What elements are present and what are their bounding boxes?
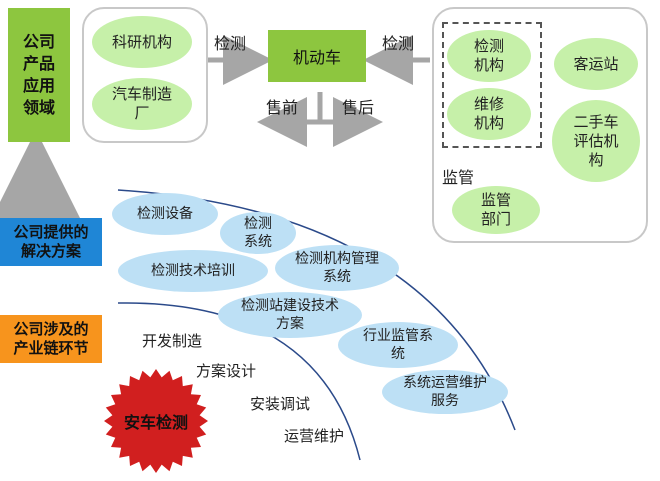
node-repair-agency: 维修机构 [447,88,531,140]
node-inspection-agency-text: 检测机构 [473,37,504,74]
solution-operation-maintenance: 系统运营维护服务 [382,370,508,414]
node-car-manufacturer: 汽车制造厂 [92,78,192,130]
solution-station-construction: 检测站建设技术方案 [218,292,362,338]
node-used-car-evaluation-text: 二手车评估机构 [573,112,619,169]
label-inspect-right: 检测 [382,34,415,53]
label-industry-chain: 公司涉及的产业链环节 [0,315,102,363]
solution-industry-supervision-text: 行业监管系统 [363,328,433,362]
chain-step-operation: 运营维护 [284,427,345,445]
label-inspect-left: 检测 [214,34,247,53]
badge-starburst [104,369,208,473]
solution-technical-training: 检测技术培训 [118,250,268,292]
label-industry-chain-text: 公司涉及的产业链环节 [13,320,89,357]
label-after-sale: 售后 [342,98,375,117]
node-car-manufacturer-text: 汽车制造厂 [111,85,172,122]
label-company-application-text: 公司产品应用领域 [22,32,55,117]
dashed-group [442,22,542,148]
label-solutions: 公司提供的解决方案 [0,218,102,266]
solution-inspection-system-text: 检测系统 [244,216,272,250]
label-company-application: 公司产品应用领域 [8,8,70,142]
label-supervision: 监管 [442,168,475,187]
solution-industry-supervision: 行业监管系统 [338,322,458,368]
node-inspection-agency: 检测机构 [447,30,531,82]
solution-inspection-system: 检测系统 [220,212,296,254]
node-repair-agency-text: 维修机构 [473,95,504,132]
solution-station-construction-text: 检测站建设技术方案 [241,298,339,332]
node-motor-vehicle-text: 机动车 [292,48,341,67]
node-supervision-dept-text: 监管部门 [480,191,511,228]
solution-agency-management: 检测机构管理系统 [275,245,399,291]
arc-inner [117,302,361,461]
node-research-institute-text: 科研机构 [111,32,172,51]
label-pre-sale: 售前 [266,98,299,117]
badge-text-wrap: 安车检测 [101,366,211,476]
solution-inspection-equipment-text: 检测设备 [137,206,193,222]
node-bus-station-text: 客运站 [573,54,619,73]
badge-text: 安车检测 [123,413,188,432]
chain-step-design: 方案设计 [196,362,257,380]
solution-technical-training-text: 检测技术培训 [151,263,235,279]
label-solutions-text: 公司提供的解决方案 [13,223,89,260]
chain-step-installation: 安装调试 [250,395,311,413]
solution-agency-management-text: 检测机构管理系统 [295,251,379,285]
node-used-car-evaluation: 二手车评估机构 [552,100,640,182]
node-motor-vehicle: 机动车 [268,30,366,82]
node-bus-station: 客运站 [554,38,638,90]
solution-inspection-equipment: 检测设备 [112,193,218,235]
node-supervision-dept: 监管部门 [452,186,540,234]
chain-step-development: 开发制造 [142,332,203,350]
node-research-institute: 科研机构 [92,16,192,68]
solution-operation-maintenance-text: 系统运营维护服务 [403,375,487,409]
